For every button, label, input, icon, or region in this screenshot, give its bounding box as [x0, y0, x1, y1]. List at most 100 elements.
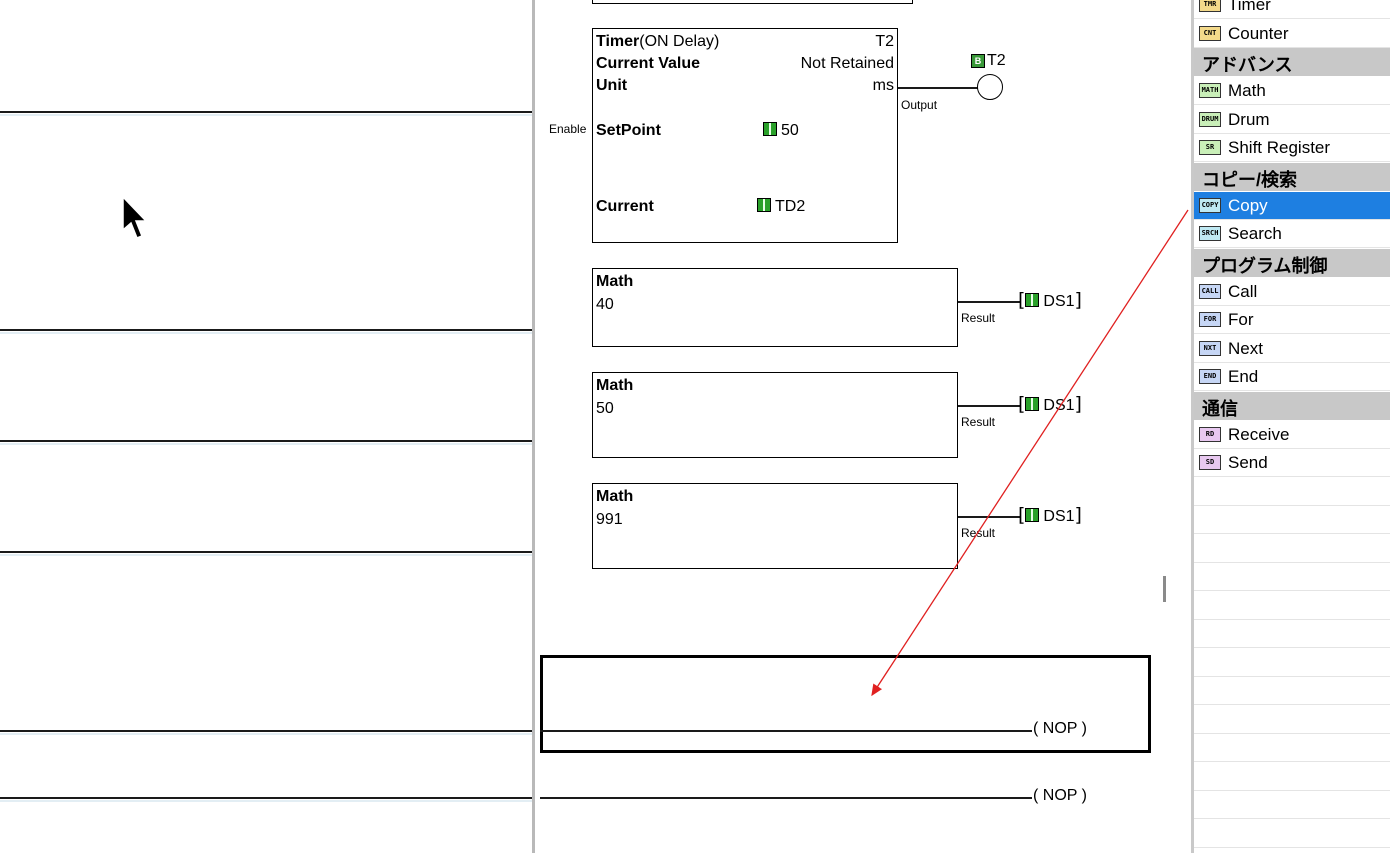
nxt-icon: NXT — [1199, 340, 1221, 356]
math-result-label: Result — [961, 526, 996, 540]
math-instruction-box[interactable]: Math 40 — [592, 268, 958, 347]
palette-item-label: Timer — [1228, 0, 1271, 14]
rung-line-3 — [0, 440, 532, 442]
nop-coil-1[interactable]: ( NOP ) — [1033, 720, 1087, 737]
palette-empty-row — [1194, 763, 1390, 791]
bit-address-icon: B — [971, 54, 985, 68]
rung-line-4 — [0, 551, 532, 553]
drum-icon: DRUM — [1199, 111, 1221, 127]
palette-item-search[interactable]: SRCH Search — [1194, 220, 1390, 248]
for-icon: FOR — [1199, 312, 1221, 327]
timer-output-label: Output — [901, 98, 938, 112]
timer-current: TD2 — [757, 198, 805, 216]
rung-line-1 — [0, 111, 532, 113]
rung-line-6 — [0, 797, 532, 799]
selected-empty-rung[interactable] — [540, 655, 1151, 753]
data-register-icon — [1025, 293, 1040, 307]
timer-enable-label: Enable — [549, 122, 587, 136]
palette-empty-row — [1194, 706, 1390, 734]
nop-coil-2[interactable]: ( NOP ) — [1033, 787, 1087, 804]
rung-line-2 — [0, 329, 532, 331]
palette-item-label: Send — [1228, 453, 1268, 472]
data-register-icon — [1025, 397, 1040, 411]
rung-line-5 — [0, 730, 532, 732]
sd-icon: SD — [1199, 455, 1221, 470]
palette-category[interactable]: 通信 — [1194, 391, 1390, 420]
data-register-icon — [757, 198, 771, 212]
math-instruction-box[interactable]: Math 991 — [592, 483, 958, 569]
math-result-address[interactable]: [DS1] — [1018, 504, 1082, 526]
splitter-grip[interactable] — [1163, 576, 1166, 602]
timer-current-label: Current — [596, 198, 654, 215]
math-result-line — [958, 301, 1020, 303]
nop-rung-line-1 — [540, 730, 1032, 732]
palette-item-send[interactable]: SD Send — [1194, 449, 1390, 477]
timer-mode: (ON Delay) — [639, 33, 720, 50]
palette-item-end[interactable]: END End — [1194, 363, 1390, 391]
palette-category[interactable]: コピー/検索 — [1194, 162, 1390, 191]
timer-current-value: Not Retained — [800, 55, 894, 72]
palette-category[interactable]: アドバンス — [1194, 48, 1390, 76]
timer-instruction-box[interactable]: Timer(ON Delay) T2 Current Value Not Ret… — [592, 28, 898, 243]
palette-item-label: Drum — [1228, 109, 1270, 129]
data-register-icon — [763, 122, 777, 136]
srch-icon: SRCH — [1199, 226, 1221, 241]
math-expression: 50 — [596, 400, 614, 417]
palette-empty-row — [1194, 620, 1390, 648]
output-coil-icon[interactable] — [977, 74, 1003, 100]
timer-id: T2 — [875, 33, 894, 50]
call-icon: CALL — [1199, 283, 1221, 299]
palette-item-copy[interactable]: COPY Copy — [1194, 191, 1390, 220]
palette-empty-row — [1194, 791, 1390, 819]
previous-instruction-box[interactable] — [592, 0, 913, 4]
end-icon: END — [1199, 369, 1221, 384]
palette-category-label: コピー/検索 — [1202, 169, 1298, 190]
palette-item-label: Counter — [1228, 23, 1289, 43]
palette-item-receive[interactable]: RD Receive — [1194, 421, 1390, 449]
palette-empty-row — [1194, 734, 1390, 762]
timer-output-line — [898, 87, 978, 89]
math-title: Math — [596, 488, 634, 505]
palette-item-counter[interactable]: CNT Counter — [1194, 20, 1390, 48]
palette-category-label: プログラム制御 — [1202, 255, 1328, 276]
math-result-address[interactable]: [DS1] — [1018, 289, 1082, 311]
palette-empty-row — [1194, 478, 1390, 506]
palette-empty-row — [1194, 820, 1390, 848]
nop-rung-line-2 — [540, 797, 1032, 799]
timer-current-value-label: Current Value — [596, 55, 701, 72]
math-expression: 991 — [596, 511, 623, 528]
palette-empty-row — [1194, 592, 1390, 620]
palette-item-label: End — [1228, 367, 1259, 386]
palette-empty-row — [1194, 506, 1390, 534]
palette-empty-row — [1194, 677, 1390, 705]
rd-icon: RD — [1199, 426, 1221, 442]
palette-empty-row — [1194, 563, 1390, 591]
palette-item-label: Search — [1228, 224, 1282, 243]
palette-empty-row — [1194, 535, 1390, 563]
math-result-label: Result — [961, 311, 996, 325]
math-result-address[interactable]: [DS1] — [1018, 393, 1082, 415]
cnt-icon: CNT — [1199, 25, 1221, 41]
timer-title: Timer — [596, 33, 640, 50]
data-register-icon — [1025, 508, 1040, 522]
palette-category-label: アドバンス — [1202, 55, 1293, 75]
math-expression: 40 — [596, 296, 614, 313]
palette-item-label: Shift Register — [1228, 138, 1331, 157]
palette-category[interactable]: プログラム制御 — [1194, 248, 1390, 277]
math-result-line — [958, 405, 1020, 407]
palette-item-label: Receive — [1228, 424, 1290, 444]
math-title: Math — [596, 273, 634, 290]
palette-item-label: Copy — [1228, 195, 1268, 215]
palette-item-drum[interactable]: DRUM Drum — [1194, 106, 1390, 134]
timer-unit: ms — [872, 77, 894, 94]
copy-icon: COPY — [1199, 197, 1221, 213]
